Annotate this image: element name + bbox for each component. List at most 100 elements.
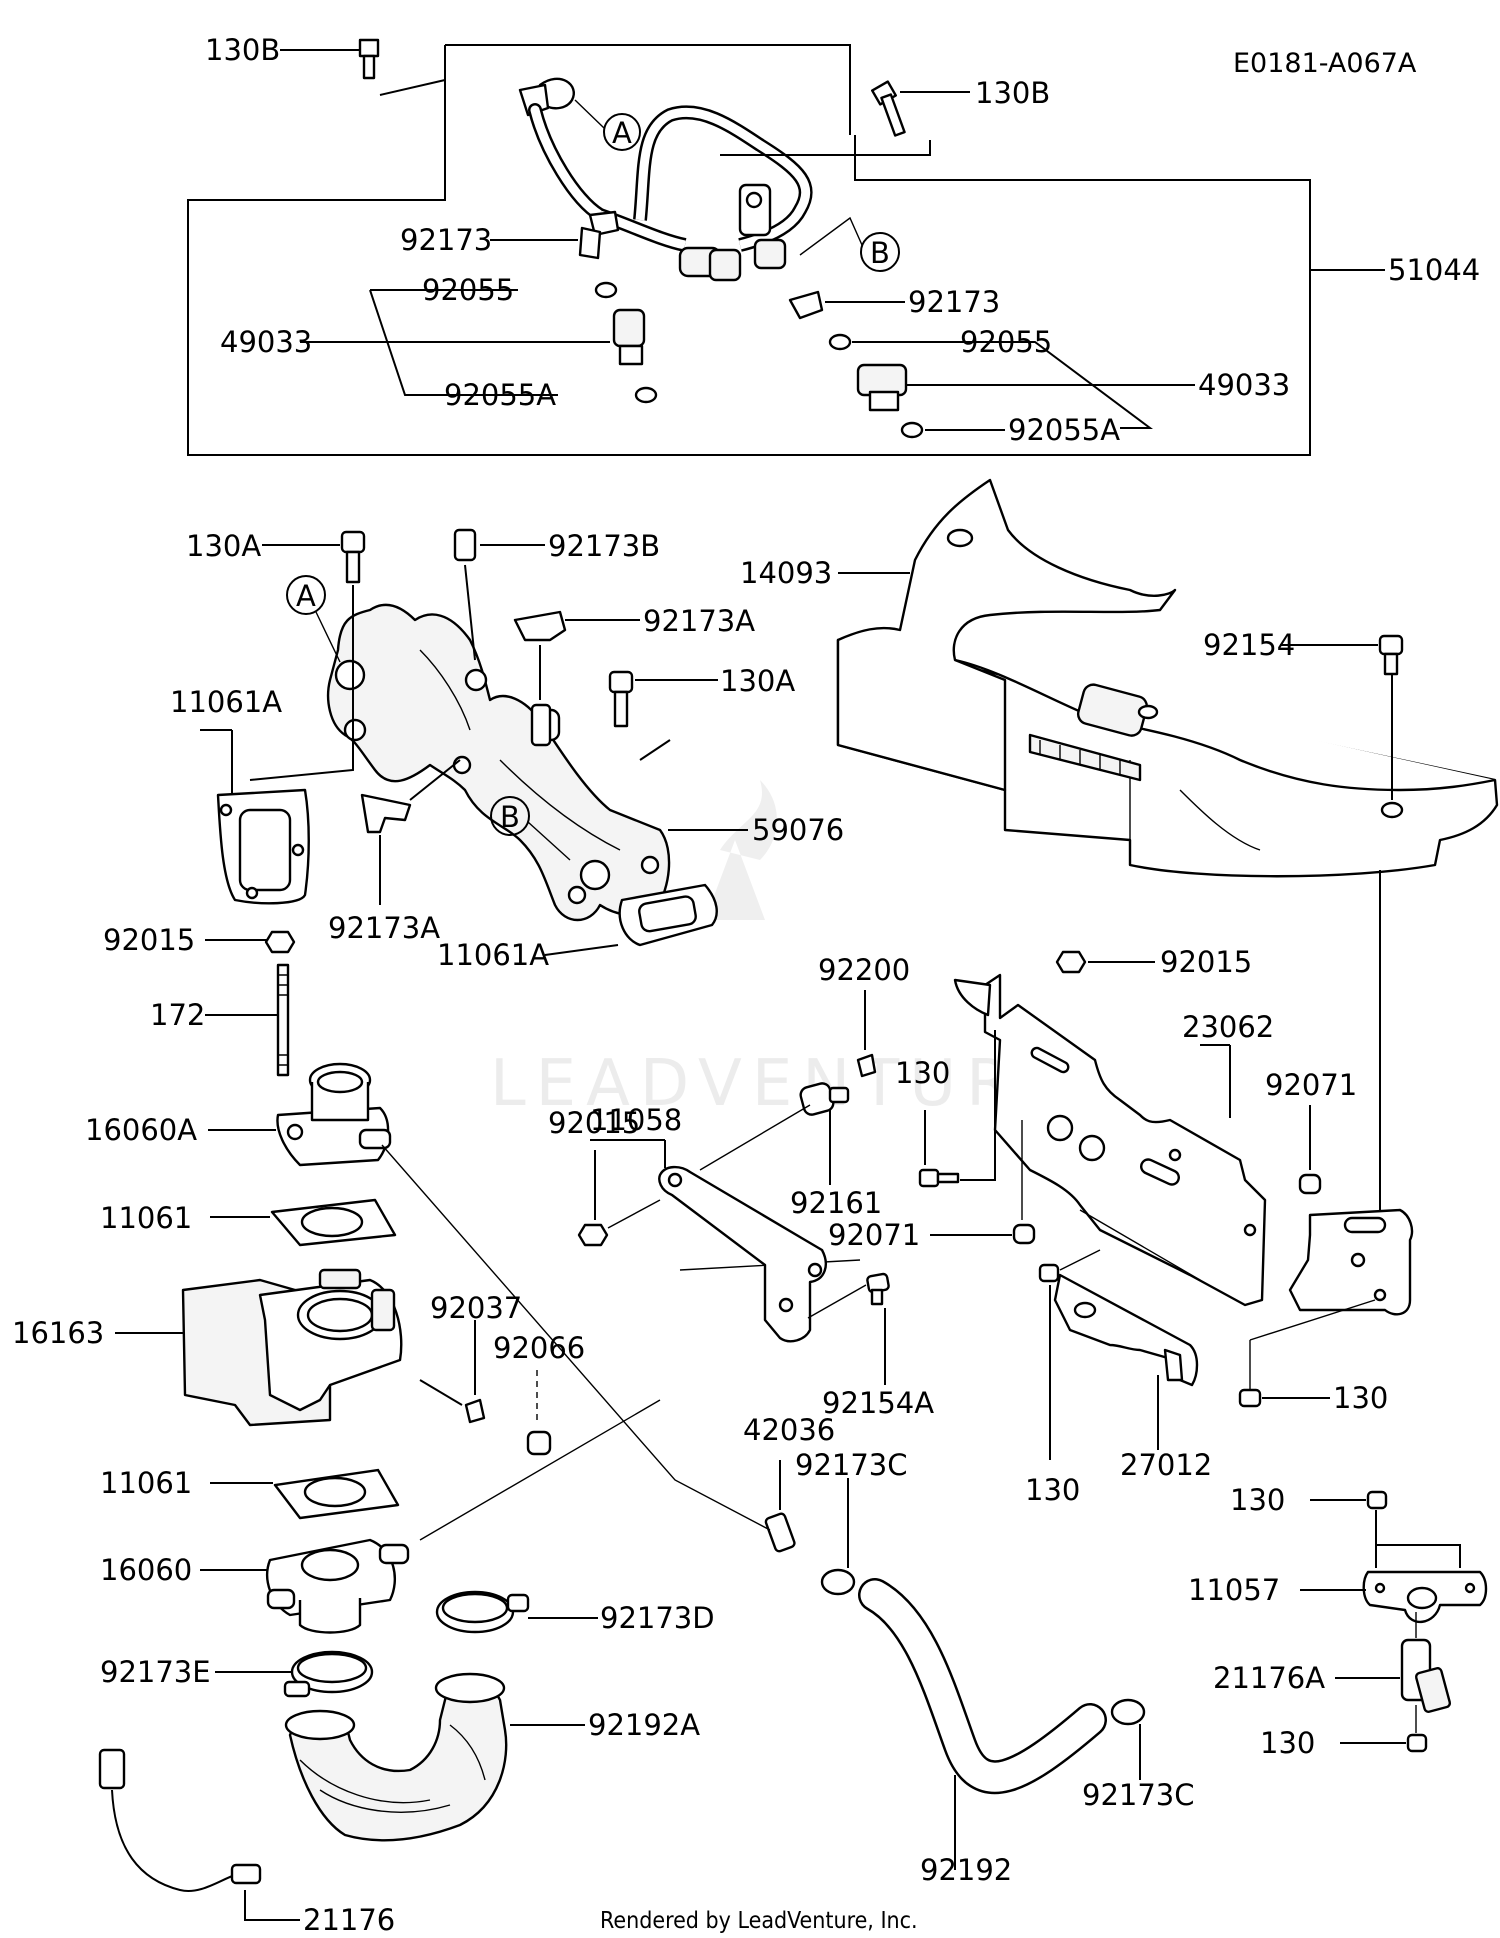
part-92200: 92200 [818,953,910,1078]
part-11057: 11057 [1188,1570,1488,1624]
callout-a-top-text: A [612,116,632,150]
label-92173a-upper: 92173A [643,604,755,638]
part-92154: 92154 [1203,628,1404,800]
label-16060a: 16060A [85,1113,197,1147]
label-49033-right: 49033 [1198,368,1290,402]
callout-a-manifold: A [286,575,341,663]
label-92154a: 92154A [822,1386,934,1420]
label-92055a-left: 92055A [444,378,556,412]
label-92154: 92154 [1203,628,1295,662]
callout-b-top-text: B [870,236,890,270]
label-11061a-left: 11061A [170,685,282,719]
part-130-sensor-bottom: 130 [1260,1705,1428,1760]
leader-16060a-to-42036 [381,1144,771,1531]
part-16163: 16163 [12,1268,403,1427]
label-11061-lower: 11061 [100,1466,192,1500]
part-92192-hose: 92192 [858,1578,1107,1887]
part-92192a-duct: 92192A [284,1672,700,1842]
callout-a-top: A [574,99,641,151]
label-92066: 92066 [493,1331,585,1365]
part-11058: 11058 [590,1103,827,1343]
label-92015-mid: 92015 [548,1106,640,1140]
label-14093: 14093 [740,556,832,590]
part-130-bracket-left: 130 [895,1030,996,1188]
part-92173a-upper: 92173A [513,604,755,747]
part-92066: 92066 [493,1331,585,1456]
engine-cover: 14093 [740,478,1499,878]
label-130b-topright: 130B [975,76,1050,110]
part-92071-mid: 92071 [828,1120,1036,1252]
part-92015-left: 92015 [103,923,296,957]
group-51044-frame [187,44,1311,456]
label-92200: 92200 [818,953,910,987]
label-130-sensor-bottom: 130 [1260,1726,1315,1760]
part-172-stud: 172 [150,963,290,1077]
label-92161: 92161 [790,1186,882,1220]
label-92037: 92037 [430,1291,522,1325]
part-16060a: 16060A [85,1062,392,1167]
label-92173c-lower: 92173C [1082,1778,1195,1812]
callout-b-manifold-text: B [500,800,520,834]
label-92015-right: 92015 [1160,945,1252,979]
part-11061-lower: 11061 [100,1466,400,1520]
watermark-text: LEADVENTURE [490,1047,1071,1121]
label-130-bracket-left: 130 [895,1056,950,1090]
part-92015-right: 92015 [1055,945,1252,979]
label-130-sensor-top: 130 [1230,1483,1285,1517]
part-92173c-upper: 92173C [795,1448,908,1596]
label-21176a: 21176A [1213,1661,1325,1695]
part-92173a-lower: 92173A [328,759,461,945]
part-92173c-lower: 92173C [1082,1698,1195,1812]
label-130a-right: 130A [720,664,795,698]
watermark: LEADVENTURE [490,780,1071,1121]
part-130a-left: 130A [186,529,366,781]
label-130-right: 130 [1333,1381,1388,1415]
label-92173-right: 92173 [908,285,1000,319]
callout-b-manifold: B [490,796,571,861]
callout-b-top: B [799,216,900,272]
part-21176: 21176 [98,1748,395,1937]
part-21176a: 21176A [1213,1612,1452,1713]
label-51044: 51044 [1388,253,1480,287]
label-11061a-right: 11061A [437,938,549,972]
label-23062: 23062 [1182,1010,1274,1044]
part-92161: 92161 [699,1082,882,1220]
part-23062: 23062 [953,973,1274,1307]
part-130-below: 130 [1025,1249,1101,1507]
label-92192: 92192 [920,1853,1012,1887]
part-130-right: 130 [1238,1340,1388,1415]
injector-right-group: 92055 49033 92055A [828,325,1290,447]
fuel-rail-hose [518,77,813,282]
part-92173-right: 92173 [788,285,1000,320]
injector-left-group: 92055 49033 92055A [220,273,658,412]
part-92173e: 92173E [100,1650,374,1698]
part-16060: 16060 [100,1538,410,1634]
label-16163: 16163 [12,1316,104,1350]
label-172: 172 [150,998,205,1032]
label-49033-left: 49033 [220,325,312,359]
part-92071-right: 92071 [1265,1068,1357,1195]
label-92173-left: 92173 [400,223,492,257]
label-92055-left: 92055 [422,273,514,307]
label-11057: 11057 [1188,1573,1280,1607]
label-92173e: 92173E [100,1655,211,1689]
part-92173b: 92173B [453,528,660,661]
label-11061-upper: 11061 [100,1201,192,1235]
leader-16060-to-bracket [419,1399,661,1541]
label-92071-right: 92071 [1265,1068,1357,1102]
part-92015-mid: 92015 [548,1106,661,1247]
label-92055-right: 92055 [960,325,1052,359]
part-130a-right: 130A [608,664,795,761]
label-42036: 42036 [743,1413,835,1447]
label-130a-left: 130A [186,529,261,563]
part-92173-left: 92173 [400,223,602,260]
label-27012: 27012 [1120,1448,1212,1482]
label-11058: 11058 [590,1103,682,1137]
label-92071-mid: 92071 [828,1218,920,1252]
part-42036: 42036 [743,1413,835,1553]
label-59076: 59076 [752,813,844,847]
label-92173b: 92173B [548,529,660,563]
part-mount-bracket-right [1249,870,1414,1341]
label-92192a: 92192A [588,1708,700,1742]
